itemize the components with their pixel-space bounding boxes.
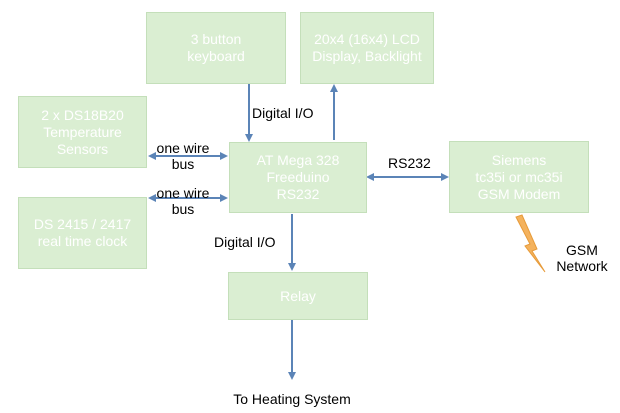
gsm-network-label: GSM Network [547, 242, 617, 274]
gsm-modem-line-2: tc35i or mc35i [475, 168, 563, 185]
one-wire-bus-label-1: one wire bus [152, 140, 214, 172]
relay-box: Relay [228, 272, 368, 320]
rtc-line-1: DS 2415 / 2417 [33, 216, 132, 232]
keyboard-box: 3 button keyboard [146, 12, 286, 84]
one-wire-bus-1-line-2: bus [171, 156, 195, 172]
mcu-line-3: RS232 [276, 186, 320, 202]
rtc-line-2: real time clock [37, 233, 128, 249]
keyboard-line-1: 3 button [190, 31, 242, 47]
one-wire-bus-2-line-2: bus [171, 201, 195, 217]
gsm-modem-box: Siemens tc35i or mc35i GSM Modem [449, 141, 589, 213]
gsm-network-line-1: GSM [566, 242, 598, 258]
temp-sensors-line-3: Sensors [56, 140, 109, 157]
lcd-box: 20x4 (16x4) LCD Display, Backlight [300, 12, 434, 84]
mcu-box: AT Mega 328 Freeduino RS232 [229, 142, 367, 213]
mcu-line-2: Freeduino [266, 169, 330, 185]
digital-io-bottom-label: Digital I/O [214, 234, 276, 250]
digital-io-top-label: Digital I/O [252, 105, 314, 121]
temp-sensors-line-1: 2 x DS18B20 [41, 106, 124, 123]
lightning-icon [515, 214, 546, 273]
relay-line-1: Relay [280, 287, 316, 304]
keyboard-line-2: keyboard [187, 48, 245, 64]
gsm-network-line-2: Network [556, 258, 608, 274]
mcu-line-1: AT Mega 328 [256, 152, 340, 168]
gsm-modem-line-3: GSM Modem [477, 185, 561, 202]
lcd-line-2: Display, Backlight [312, 48, 422, 64]
lcd-line-1: 20x4 (16x4) LCD [314, 31, 420, 47]
gsm-modem-line-1: Siemens [491, 151, 547, 168]
rs232-label: RS232 [388, 155, 431, 171]
one-wire-bus-2-line-1: one wire [156, 185, 210, 201]
one-wire-bus-label-2: one wire bus [152, 185, 214, 217]
rtc-box: DS 2415 / 2417 real time clock [18, 197, 147, 269]
one-wire-bus-1-line-1: one wire [156, 140, 210, 156]
temp-sensors-line-2: Temperature [43, 123, 122, 140]
temp-sensors-box: 2 x DS18B20 Temperature Sensors [18, 96, 147, 168]
heating-system-label: To Heating System [233, 391, 351, 407]
